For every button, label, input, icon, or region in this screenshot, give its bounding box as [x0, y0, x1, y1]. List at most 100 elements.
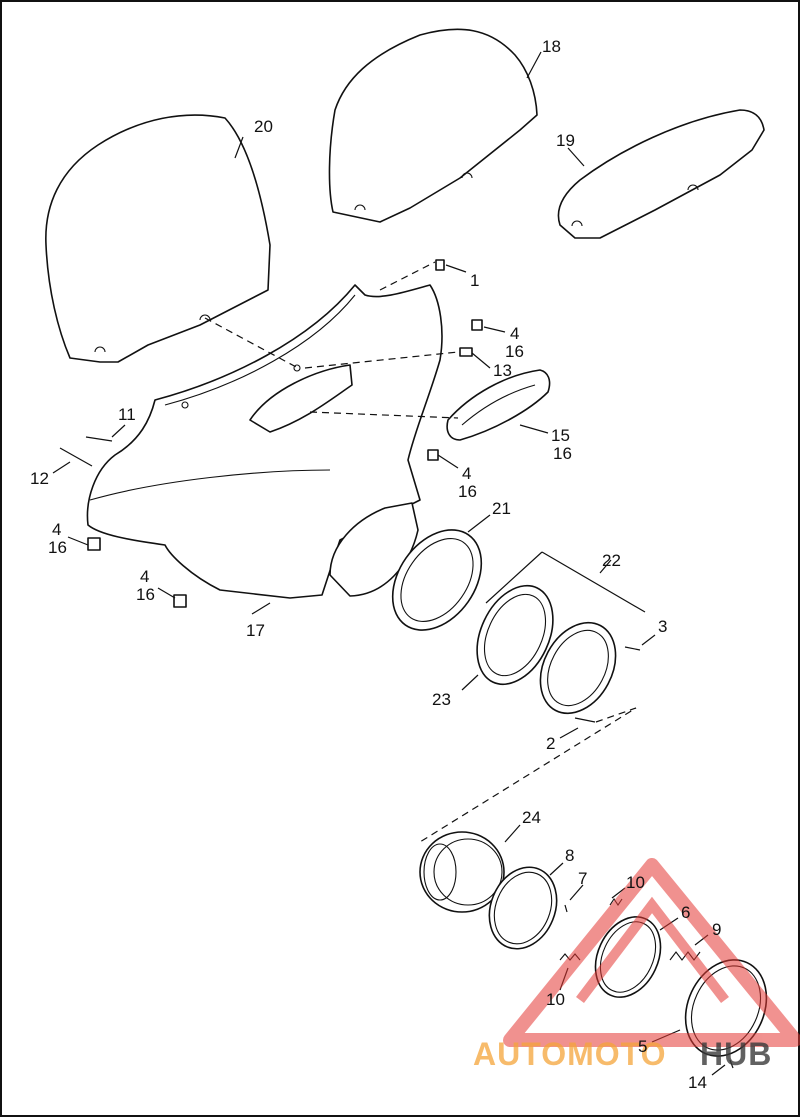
- label-24: 24: [522, 808, 541, 827]
- label-4: 4: [140, 567, 149, 586]
- headlamp-bracket-ring: [539, 621, 617, 715]
- leader: [569, 884, 584, 901]
- leader: [641, 634, 656, 646]
- leader: [67, 536, 89, 546]
- assembly-line: [204, 317, 299, 369]
- screw-3: [624, 646, 641, 651]
- windshield-tall: [45, 114, 271, 363]
- label-5: 5: [638, 1037, 647, 1056]
- label-4: 4: [52, 520, 61, 539]
- leader: [526, 51, 542, 79]
- screw-12: [59, 447, 93, 467]
- leader: [559, 727, 579, 739]
- leader: [549, 862, 564, 876]
- label-12: 12: [30, 469, 49, 488]
- leader: [437, 454, 459, 469]
- windshield-notch: [571, 220, 583, 227]
- headlamp-opening: [329, 502, 419, 597]
- screw-14: [729, 1059, 734, 1069]
- label-6: 6: [681, 903, 690, 922]
- wind-deflector: [557, 109, 765, 239]
- fairing-hole: [181, 401, 189, 409]
- leader: [461, 674, 479, 691]
- leader: [504, 824, 521, 843]
- label-4: 4: [462, 464, 471, 483]
- label-16: 16: [136, 585, 155, 604]
- label-15: 15: [551, 426, 570, 445]
- headlamp-back: [423, 843, 457, 901]
- label-4: 4: [510, 324, 519, 343]
- watermark-triangle-icon: [503, 858, 800, 1047]
- headlamp-trim-ring-inner: [400, 538, 474, 622]
- assembly-line: [379, 261, 436, 291]
- label-18: 18: [542, 37, 561, 56]
- label-1: 1: [470, 271, 479, 290]
- leader: [157, 587, 176, 599]
- label-14: 14: [688, 1073, 707, 1092]
- label-23: 23: [432, 690, 451, 709]
- leader: [611, 887, 626, 899]
- retaining-ring-inner: [493, 871, 553, 945]
- watermark-text-part2: HUB: [700, 1036, 772, 1072]
- label-17: 17: [246, 621, 265, 640]
- headlamp-mounting-ring: [476, 584, 554, 686]
- assembly-line: [419, 707, 637, 843]
- leader: [711, 1064, 726, 1076]
- nut-clip: [471, 319, 483, 331]
- windshield-notch: [94, 346, 106, 353]
- leader: [251, 602, 271, 615]
- windshield-notch: [687, 184, 699, 191]
- leader: [567, 147, 585, 167]
- label-8: 8: [565, 846, 574, 865]
- nut-clip: [427, 449, 439, 461]
- windshield-notch: [354, 204, 366, 211]
- leader: [519, 424, 549, 434]
- retaining-ring: [488, 866, 558, 950]
- label-16: 16: [48, 538, 67, 557]
- nut-clip: [173, 594, 187, 608]
- windshield-notch: [461, 172, 473, 179]
- label-22: 22: [602, 551, 621, 570]
- screw-13: [459, 347, 473, 357]
- screw-11: [85, 436, 113, 442]
- screw-7: [564, 904, 568, 913]
- label-7: 7: [578, 869, 587, 888]
- label-13: 13: [493, 361, 512, 380]
- headlamp-trim-ring: [391, 529, 483, 631]
- vent-slat: [461, 384, 536, 426]
- label-2: 2: [546, 734, 555, 753]
- nut-clip: [87, 537, 101, 551]
- fairing-edge: [164, 294, 356, 406]
- assembly-line: [309, 411, 459, 419]
- headlamp-bracket-ring-inner: [547, 629, 609, 707]
- assembly-line: [304, 351, 459, 369]
- label-10: 10: [626, 873, 645, 892]
- label-16: 16: [505, 342, 524, 361]
- watermark-inner-icon: [576, 896, 729, 1004]
- leader: [471, 352, 491, 369]
- label-20: 20: [254, 117, 273, 136]
- fairing-hole: [293, 364, 301, 372]
- label-19: 19: [556, 131, 575, 150]
- screw-2: [574, 717, 596, 723]
- label-16: 16: [458, 482, 477, 501]
- label-10: 10: [546, 990, 565, 1009]
- leader: [483, 326, 506, 333]
- label-21: 21: [492, 499, 511, 518]
- leader: [111, 424, 126, 438]
- vent-trim: [446, 369, 551, 441]
- watermark-text-part1: AUTOMOTO: [473, 1036, 666, 1072]
- leader: [445, 264, 467, 273]
- leader: [234, 136, 244, 159]
- fairing-vent-opening: [249, 364, 353, 433]
- label-3: 3: [658, 617, 667, 636]
- leader: [52, 461, 71, 474]
- watermark-logo: [503, 858, 800, 1047]
- windshield-short: [328, 28, 538, 223]
- label-11: 11: [118, 405, 136, 424]
- label-16: 16: [553, 444, 572, 463]
- headlamp-lens: [433, 838, 503, 906]
